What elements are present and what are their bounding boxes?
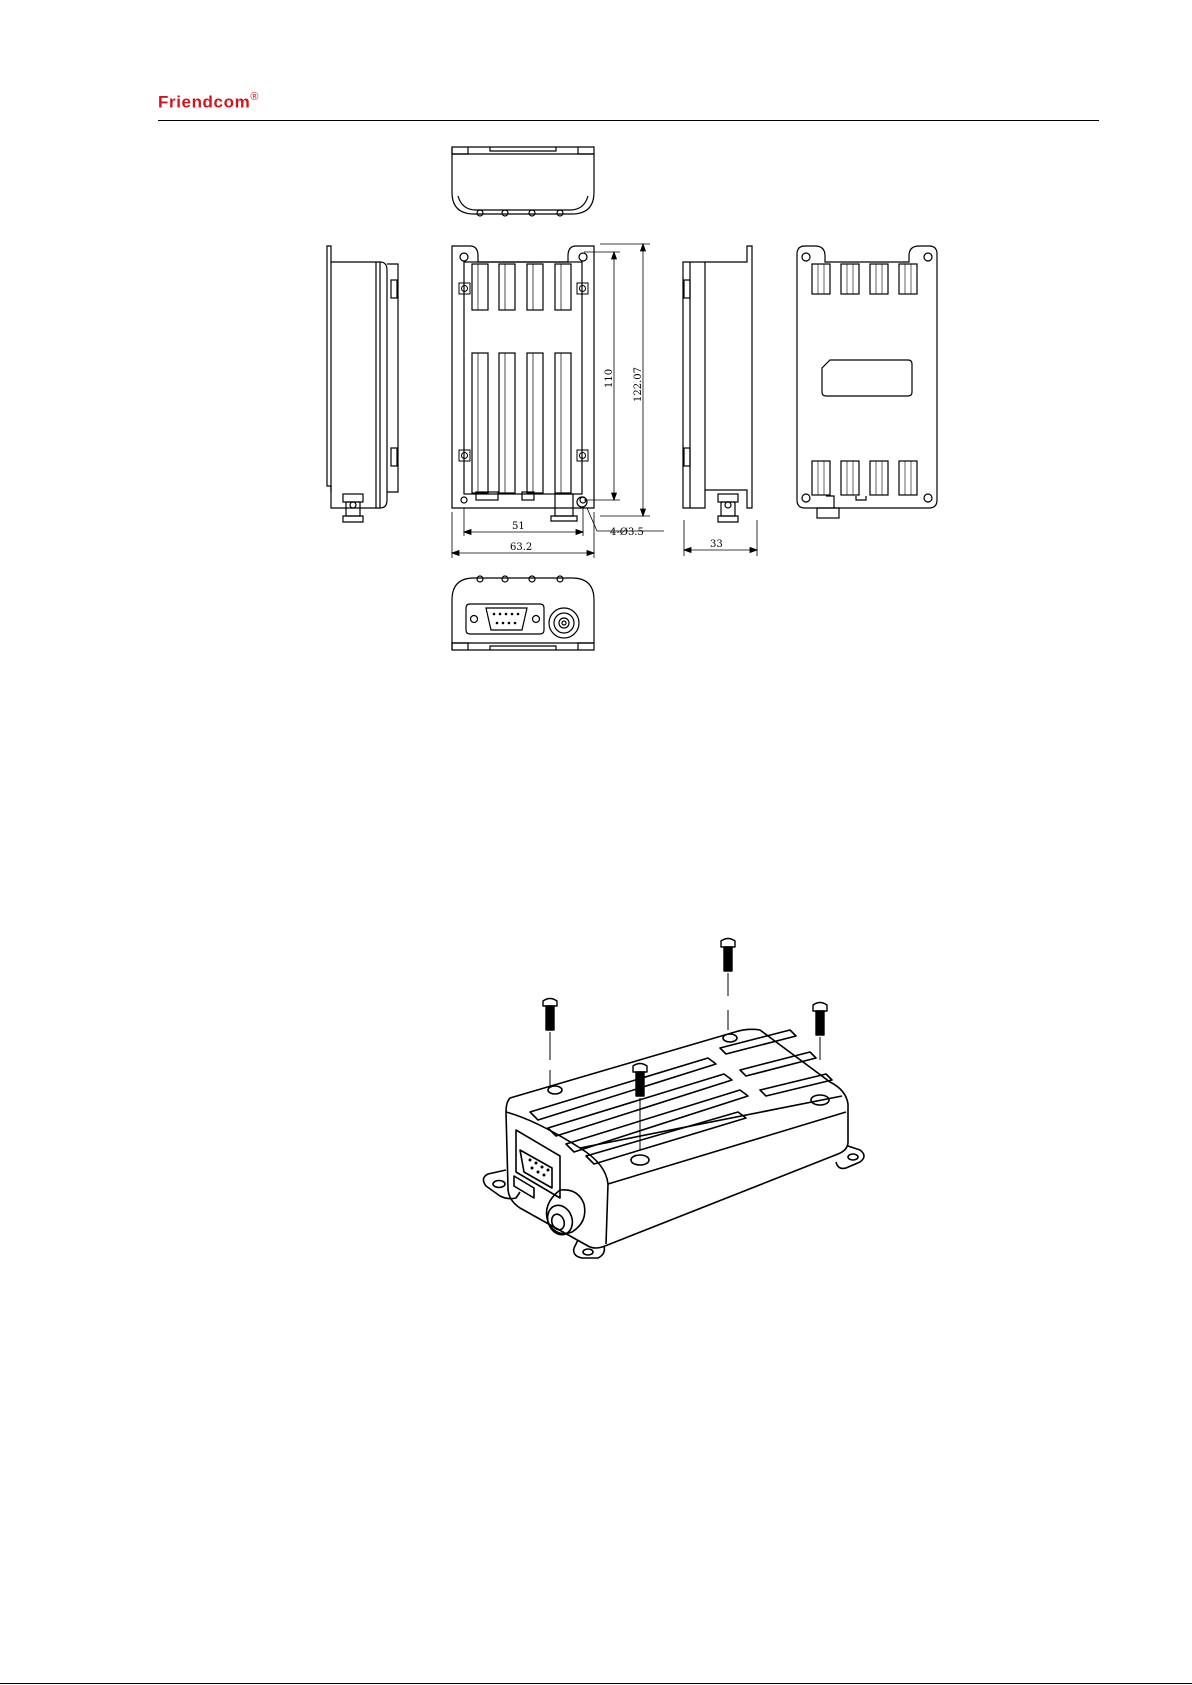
- bnc-connector: [547, 1190, 585, 1234]
- dimension-lines: [452, 244, 757, 558]
- screw-1: [543, 999, 557, 1089]
- top-view: [452, 147, 594, 216]
- front-view: [452, 246, 594, 521]
- orthographic-drawing: [0, 0, 1192, 680]
- screw-3: [813, 1003, 827, 1061]
- right-side-view: [683, 246, 752, 522]
- left-side-view: [327, 246, 398, 522]
- flange-left: [483, 1170, 520, 1199]
- back-view: [797, 246, 937, 518]
- screw-4: [633, 1064, 647, 1151]
- bottom-view: [452, 576, 594, 650]
- enclosure-body: [506, 1029, 848, 1248]
- flange-front: [574, 1240, 605, 1258]
- flange-right: [836, 1146, 864, 1168]
- screw-2: [721, 939, 735, 1031]
- db9-connector: [520, 1150, 552, 1188]
- footer-rule: [0, 1683, 1192, 1684]
